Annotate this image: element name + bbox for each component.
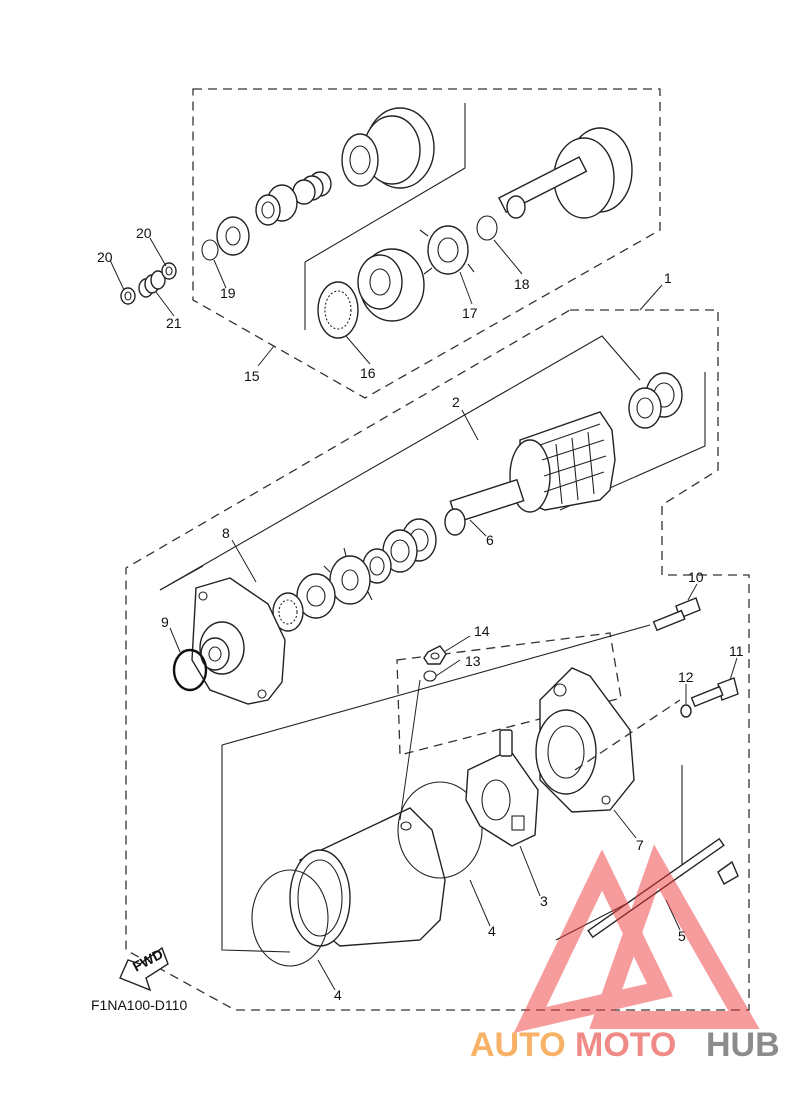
armature-part bbox=[444, 411, 616, 536]
logo-text-auto: AUTO bbox=[470, 1026, 566, 1064]
label-part-7: 7 bbox=[636, 837, 644, 853]
washer-12 bbox=[680, 704, 692, 718]
bolt-10 bbox=[652, 597, 701, 632]
group-14-outline bbox=[396, 632, 622, 756]
logo-text-moto: MOTO bbox=[575, 1026, 676, 1064]
axis-line bbox=[574, 699, 681, 771]
spring-21 bbox=[138, 270, 166, 298]
brush-plate-washer bbox=[323, 547, 373, 605]
spring-part bbox=[292, 171, 332, 205]
label-part-14: 14 bbox=[474, 623, 490, 639]
yoke-part bbox=[289, 807, 446, 947]
bearing-cage-17 bbox=[419, 225, 475, 275]
washer-20-right bbox=[161, 262, 177, 280]
label-part-4-upper: 4 bbox=[488, 923, 496, 939]
shaft-gear-part bbox=[498, 127, 633, 219]
label-part-10: 10 bbox=[688, 569, 704, 585]
label-part-11: 11 bbox=[729, 643, 744, 659]
label-part-5: 5 bbox=[678, 928, 686, 944]
fwd-arrow-icon bbox=[119, 946, 169, 992]
label-part-3: 3 bbox=[540, 893, 548, 909]
label-part-13: 13 bbox=[465, 653, 481, 669]
needle-bearing-8 bbox=[272, 592, 304, 632]
gasket-4-upper bbox=[397, 781, 483, 879]
bolt-11 bbox=[690, 677, 739, 708]
label-part-4-lower: 4 bbox=[334, 987, 342, 1003]
label-part-12: 12 bbox=[678, 669, 694, 685]
pinion-clutch-part bbox=[341, 107, 435, 189]
label-part-19: 19 bbox=[220, 285, 236, 301]
cover-bracket bbox=[159, 565, 204, 591]
clutch-bracket-upper bbox=[304, 103, 466, 263]
gear-housing-part bbox=[357, 248, 425, 322]
leader-lines bbox=[109, 237, 738, 991]
front-cover-part bbox=[191, 577, 286, 705]
gasket-4-lower bbox=[251, 869, 329, 967]
washer-20-left bbox=[120, 287, 136, 305]
sleeve-part bbox=[255, 184, 298, 226]
label-part-6: 6 bbox=[486, 532, 494, 548]
logo-text-hub: HUB bbox=[706, 1026, 780, 1064]
label-part-2: 2 bbox=[452, 394, 460, 410]
armature-bracket-upper bbox=[159, 335, 641, 591]
nut-14 bbox=[423, 645, 447, 665]
armature-washer-top-2 bbox=[628, 387, 662, 429]
yoke-bracket-top bbox=[221, 624, 651, 746]
label-part-18: 18 bbox=[514, 276, 530, 292]
diagram-code: F1NA100-D110 bbox=[91, 997, 187, 1013]
o-ring-9 bbox=[172, 648, 208, 692]
needle-bearing-16 bbox=[317, 281, 359, 339]
label-part-21: 21 bbox=[166, 315, 182, 331]
washer-13 bbox=[423, 670, 437, 682]
label-part-17: 17 bbox=[462, 305, 478, 321]
label-part-8: 8 bbox=[222, 525, 230, 541]
brush-holder-part bbox=[465, 729, 539, 847]
label-part-20-left: 20 bbox=[97, 249, 113, 265]
shim-set bbox=[362, 518, 437, 584]
leader-13-to-yoke bbox=[399, 679, 421, 821]
label-part-16: 16 bbox=[360, 365, 376, 381]
automotohub-logo bbox=[513, 844, 760, 1033]
label-part-20-right: 20 bbox=[136, 225, 152, 241]
logo-triangle-right bbox=[589, 844, 760, 1029]
group-1-outline bbox=[125, 309, 750, 1011]
yoke-bracket-left bbox=[221, 745, 291, 953]
washer-part bbox=[216, 216, 250, 256]
clip-19 bbox=[201, 239, 219, 261]
rear-cover-part bbox=[535, 667, 635, 813]
label-part-1: 1 bbox=[664, 270, 672, 286]
label-part-15: 15 bbox=[244, 368, 260, 384]
label-part-9: 9 bbox=[161, 614, 169, 630]
clip-18 bbox=[476, 215, 498, 241]
